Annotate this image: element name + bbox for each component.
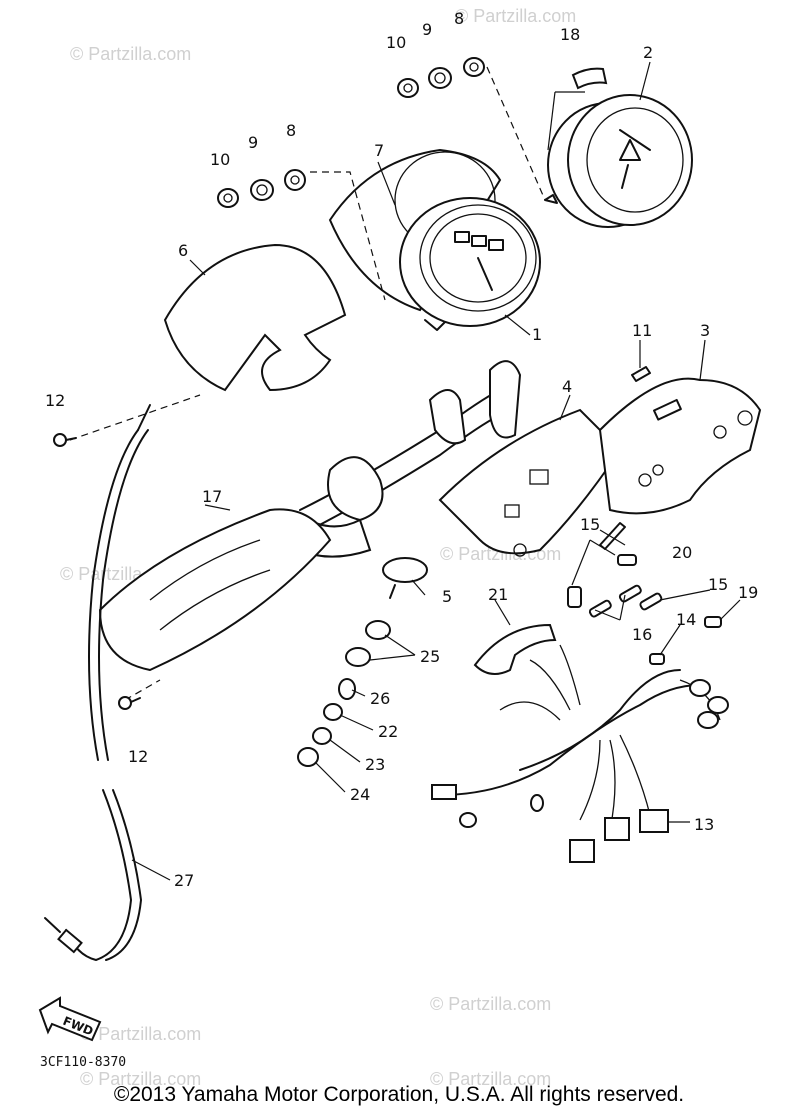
callout-20: 20 xyxy=(672,543,692,562)
part-13-wire-harness xyxy=(431,644,729,863)
diagram-code: 3CF110-8370 xyxy=(40,1055,126,1070)
callout-7: 7 xyxy=(374,141,384,160)
callout-11: 11 xyxy=(632,321,652,340)
callout-6: 6 xyxy=(178,241,188,260)
watermark-text: © Partzilla.com xyxy=(430,994,551,1014)
watermark-text: © Partzilla.com xyxy=(80,1024,201,1044)
callout-16: 16 xyxy=(632,625,652,644)
callout-25: 25 xyxy=(420,647,440,666)
callout-8: 8 xyxy=(454,9,464,28)
part-21-plate xyxy=(473,623,557,675)
callout-10: 10 xyxy=(386,33,406,52)
copyright-notice: ©2013 Yamaha Motor Corporation, U.S.A. A… xyxy=(113,1083,685,1106)
watermark-text: © Partzilla.com xyxy=(80,1069,201,1089)
part-6-cover xyxy=(163,243,347,392)
callout-12: 12 xyxy=(45,391,65,410)
callout-12: 12 xyxy=(128,747,148,766)
watermark-text: © Partzilla.com xyxy=(430,1069,551,1089)
callout-3: 3 xyxy=(700,321,710,340)
part-3-bracket xyxy=(598,377,762,515)
part-5-switch xyxy=(382,557,428,599)
callout-22: 22 xyxy=(378,722,398,741)
part-4-housing xyxy=(438,408,622,557)
small-parts xyxy=(297,554,722,767)
callout-23: 23 xyxy=(365,755,385,774)
part-18-clip xyxy=(571,67,608,90)
watermarks: © Partzilla.com © Partzilla.com © Partzi… xyxy=(60,6,576,1089)
part-17-cover xyxy=(98,508,332,672)
part-1-speedometer xyxy=(399,197,541,331)
callout-15: 15 xyxy=(708,575,728,594)
callout-leaders xyxy=(131,61,741,881)
callout-27: 27 xyxy=(174,871,194,890)
callout-18: 18 xyxy=(560,25,580,44)
forward-arrow: FWD xyxy=(38,996,102,1042)
callout-8: 8 xyxy=(286,121,296,140)
callout-9: 9 xyxy=(422,20,432,39)
watermark-text: © Partzilla.com xyxy=(70,44,191,64)
callout-14: 14 xyxy=(676,610,696,629)
callout-numbers: 2 18 8 9 10 8 9 10 7 6 1 3 11 4 12 17 15… xyxy=(45,9,758,890)
callout-15: 15 xyxy=(580,515,600,534)
callout-10: 10 xyxy=(210,150,230,169)
part-27-cable xyxy=(44,404,151,961)
part-2-tachometer xyxy=(544,94,693,228)
washer-set-upper xyxy=(397,57,485,98)
callout-26: 26 xyxy=(370,689,390,708)
callout-24: 24 xyxy=(350,785,370,804)
leader-lines xyxy=(69,66,585,701)
washer-set-lower xyxy=(217,169,306,208)
callout-1: 1 xyxy=(532,325,542,344)
callout-2: 2 xyxy=(643,43,653,62)
callout-9: 9 xyxy=(248,133,258,152)
watermark-text: © Partzilla.com xyxy=(455,6,576,26)
screws xyxy=(53,366,651,710)
callout-4: 4 xyxy=(562,377,572,396)
callout-13: 13 xyxy=(694,815,714,834)
callout-21: 21 xyxy=(488,585,508,604)
callout-19: 19 xyxy=(738,583,758,602)
callout-5: 5 xyxy=(442,587,452,606)
callout-17: 17 xyxy=(202,487,222,506)
